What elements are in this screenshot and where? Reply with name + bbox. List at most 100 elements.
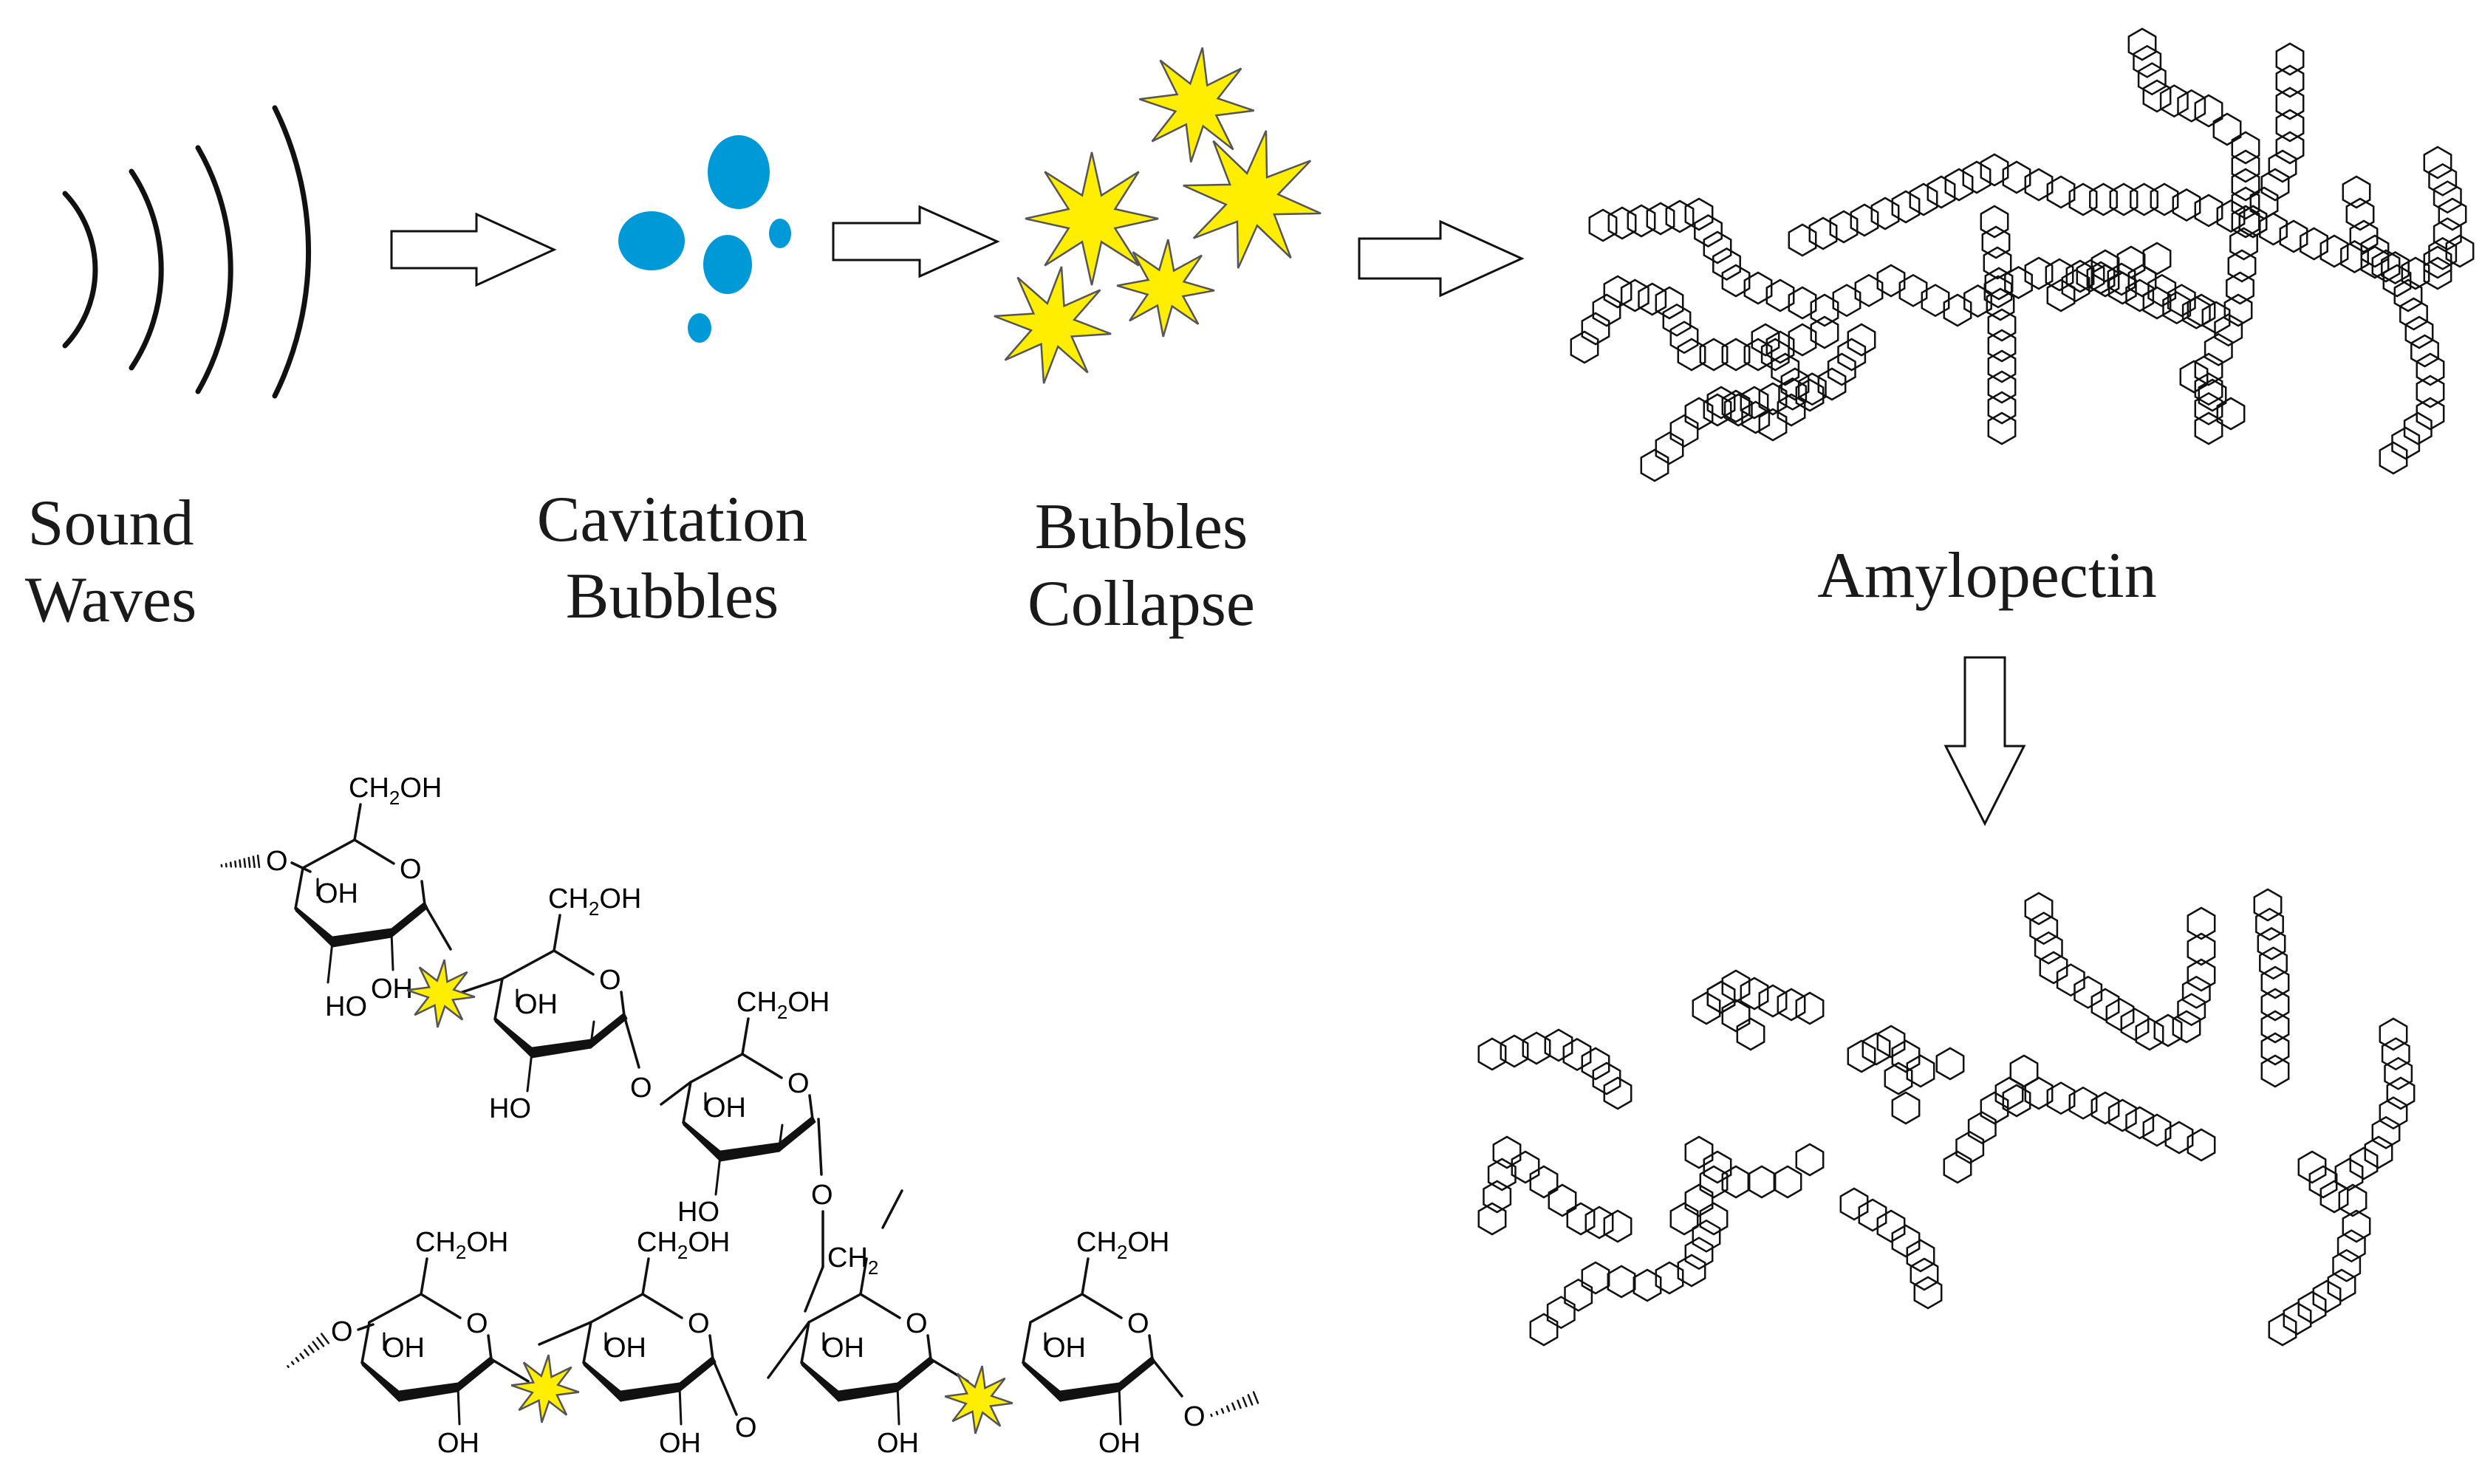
bond-wedge xyxy=(1119,1356,1155,1392)
atom-label: HO xyxy=(325,991,367,1022)
collapse-star-icon xyxy=(1183,131,1321,268)
glucose-ring xyxy=(1878,1026,1904,1057)
glucose-ring xyxy=(1484,1181,1511,1212)
glucose-ring xyxy=(2048,280,2074,311)
glucose-ring xyxy=(1608,1266,1635,1297)
glucose-ring xyxy=(1928,177,1955,208)
glucose-ring xyxy=(1737,1019,1764,1050)
atom-label: HO xyxy=(489,1093,531,1124)
sound-waves-icon xyxy=(65,108,309,396)
bubble xyxy=(688,313,711,343)
glucose-ring xyxy=(2178,90,2205,121)
glucose-ring xyxy=(1586,1207,1613,1238)
glucose-ring xyxy=(2277,44,2303,75)
label-line: Bubbles xyxy=(510,558,835,635)
bond-line xyxy=(317,1338,324,1346)
glucose-ring xyxy=(2277,110,2303,141)
glucose-ring xyxy=(1893,191,1919,222)
collapse-star-icon xyxy=(945,1366,1013,1434)
bond-line xyxy=(458,1387,459,1424)
bond-line xyxy=(883,1191,902,1228)
bond-line xyxy=(321,1334,329,1344)
glucose-ring xyxy=(1571,332,1598,363)
glucose-ring xyxy=(2380,1019,2407,1050)
glucose-ring xyxy=(1893,1093,1919,1124)
arrow-down-icon xyxy=(1946,657,2024,824)
glucose-ring xyxy=(2284,1303,2311,1334)
atom-label: OH xyxy=(383,1333,425,1364)
bond-line xyxy=(328,942,332,982)
atom-label: OH xyxy=(516,989,558,1020)
glucose-ring xyxy=(2144,81,2170,112)
bond-line xyxy=(928,1336,931,1359)
glucose-ring xyxy=(1686,1238,1712,1269)
bond-line xyxy=(716,1156,720,1194)
bond-wedge xyxy=(779,1116,816,1152)
glucose-ring xyxy=(1713,249,1740,280)
bond-wedge xyxy=(495,1017,532,1058)
glucose-ring xyxy=(2365,1137,2392,1168)
glucose-ring xyxy=(2107,999,2133,1030)
glucose-ring xyxy=(1628,205,1655,236)
bond-line xyxy=(1082,1259,1088,1294)
glucose-ring xyxy=(1796,1144,1823,1175)
bond-line xyxy=(253,857,255,867)
group-label: CH2OH xyxy=(736,987,830,1023)
glucose-ring xyxy=(1671,1203,1698,1234)
atom-label: O xyxy=(906,1308,928,1339)
bond-line xyxy=(621,992,624,1016)
bond-line xyxy=(818,1119,821,1174)
glucose-ring xyxy=(1531,1166,1557,1197)
collapse-star-icon xyxy=(1139,47,1254,162)
collapse-star-icon xyxy=(1025,152,1158,285)
bond-wedge xyxy=(362,1361,399,1401)
group-label: CH2OH xyxy=(415,1227,508,1263)
bond-line xyxy=(554,915,560,951)
glucose-ring xyxy=(2277,66,2303,97)
bond-line xyxy=(295,868,303,909)
bond-line xyxy=(527,1053,532,1091)
glucose-ring xyxy=(2430,238,2456,269)
glucose-ring xyxy=(1848,1041,1875,1072)
label-amylopectin: Amylopectin xyxy=(1751,538,2223,615)
glucose-ring xyxy=(1774,1166,1801,1197)
arrow-right-icon xyxy=(833,207,997,276)
glucose-ring xyxy=(2262,1056,2288,1087)
bubble xyxy=(708,135,770,209)
bond-line xyxy=(1149,1336,1152,1359)
glucose-ring xyxy=(1686,1185,1712,1216)
label-line: Waves xyxy=(15,562,207,639)
glucose-ring xyxy=(1609,208,1635,239)
glucose-ring xyxy=(1789,225,1816,256)
glucose-ring xyxy=(1915,1277,1941,1308)
glucose-ring xyxy=(1494,1137,1520,1168)
bond-line xyxy=(742,1019,748,1054)
glucose-ring xyxy=(2382,253,2408,284)
bond-line xyxy=(643,1259,649,1294)
bond-line xyxy=(809,1294,861,1322)
glucose-ring xyxy=(2434,219,2461,250)
bond-line xyxy=(591,1294,643,1322)
bond-line xyxy=(1152,1359,1182,1396)
glucose-ring xyxy=(2373,1117,2399,1148)
glucose-ring xyxy=(2262,967,2288,998)
bond-line xyxy=(554,951,593,974)
glucose-ring xyxy=(2025,893,2052,924)
glucose-ring xyxy=(2090,184,2116,215)
wave-arc-2 xyxy=(131,171,161,368)
bond-wedge xyxy=(532,1039,591,1058)
bond-wedge xyxy=(620,1383,680,1401)
atom-label: O xyxy=(599,965,621,996)
group-label: CH2OH xyxy=(1076,1227,1169,1263)
glucose-ring xyxy=(1830,211,1857,242)
glucose-ring xyxy=(2269,1314,2296,1345)
bond-line xyxy=(313,1342,319,1350)
glucose-ring xyxy=(1704,232,1731,263)
group-label: CH2OH xyxy=(349,773,442,809)
bond-line xyxy=(491,1359,528,1381)
glucose-ring xyxy=(2127,1107,2153,1138)
atom-label: O xyxy=(811,1180,833,1211)
atom-label: OH xyxy=(316,878,358,909)
amylopectin-structure xyxy=(1571,29,2473,481)
